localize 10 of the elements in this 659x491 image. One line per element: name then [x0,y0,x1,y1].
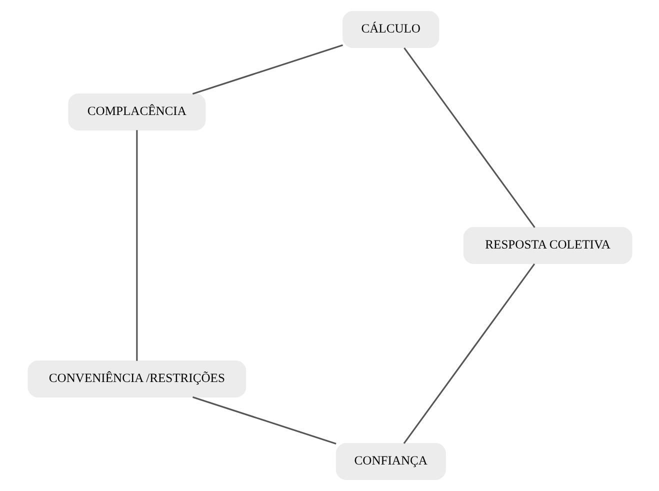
node-box: CÁLCULO [342,11,439,48]
connector [192,44,342,95]
node-box: CONFIANÇA [335,443,446,480]
connector [136,130,138,361]
connector [192,396,336,444]
connector [402,263,535,444]
node-box: CONVENIÊNCIA /RESTRIÇÕES [27,360,246,398]
connector [403,47,535,228]
node-box: RESPOSTA COLETIVA [462,227,632,264]
node-box: COMPLACÊNCIA [68,94,206,130]
